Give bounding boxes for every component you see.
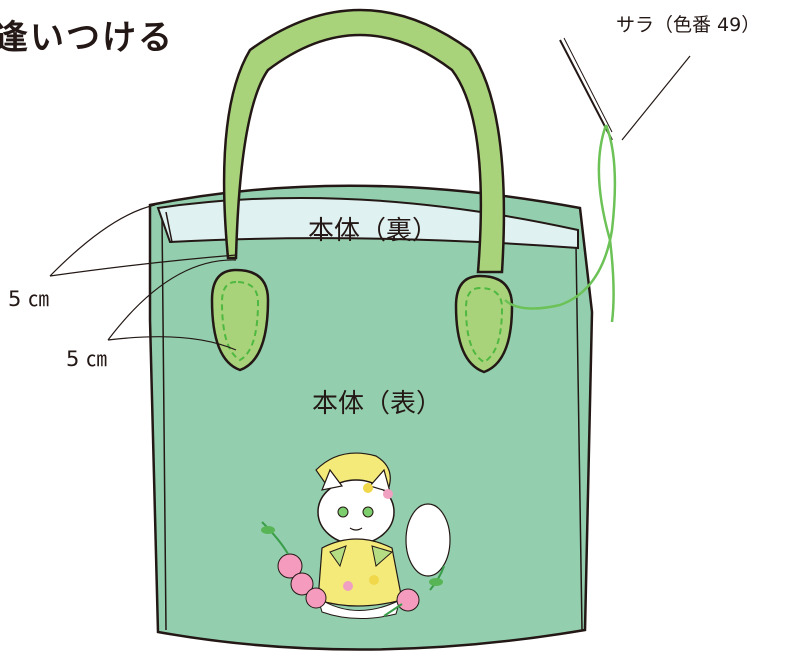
rose-icon: [261, 521, 445, 617]
bag-handle: [222, 8, 506, 274]
needle-icon: [559, 37, 613, 141]
page-title: 逢いつける: [0, 18, 174, 58]
thread-label: サラ（色番 49）: [616, 14, 761, 36]
dimension-label-top: 5 ㎝: [8, 287, 50, 311]
body-outside-label: 本体（表）: [312, 389, 443, 419]
body-inside-label: 本体（裏）: [308, 216, 439, 246]
sewing-thread: [504, 124, 617, 323]
handle-tab-left: [210, 268, 270, 372]
bag-lining: [156, 196, 579, 250]
cat-embroidery-icon: [315, 452, 451, 620]
handle-tab-right: [454, 274, 514, 374]
dimension-label-bottom: 5 ㎝: [66, 347, 108, 371]
